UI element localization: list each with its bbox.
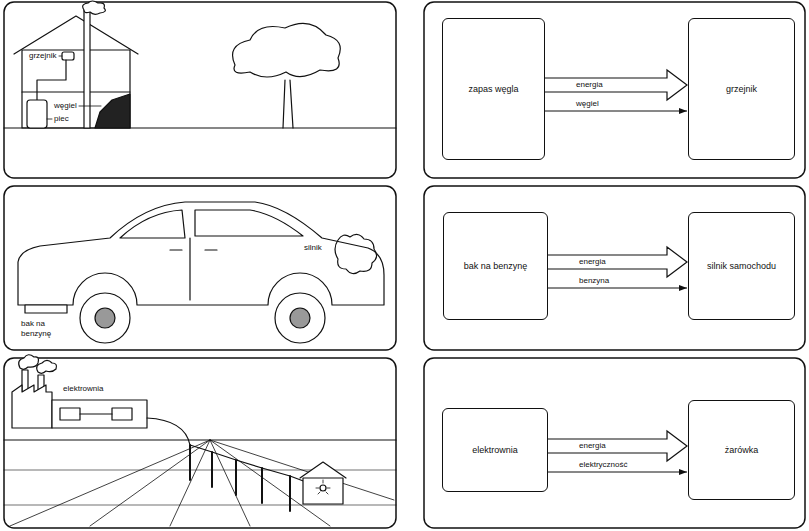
arrow-label: węgiel	[575, 99, 600, 109]
wheel-hub	[95, 308, 115, 328]
bulb-rays	[316, 480, 330, 494]
plant-building	[12, 385, 52, 428]
smoke	[19, 355, 39, 370]
process-box: silnik samochodu	[688, 212, 795, 320]
wheel	[80, 293, 130, 343]
flow-arrow	[548, 288, 687, 289]
illustration-label: bak na benzynę	[20, 319, 66, 339]
tree-crown	[233, 23, 341, 77]
car-door	[189, 238, 190, 300]
car-body	[18, 202, 384, 305]
process-box: żarówka	[688, 400, 795, 500]
pipe	[37, 60, 66, 100]
arrow-label: benzyna	[578, 276, 610, 286]
house-wall	[22, 50, 130, 128]
bulb	[320, 485, 326, 491]
leader-line	[47, 119, 52, 120]
arrow-label: energia	[578, 441, 607, 451]
shaft	[80, 413, 112, 414]
power-scene	[4, 355, 396, 526]
house-wall	[303, 478, 343, 504]
leader-line	[59, 56, 62, 57]
panel-frame	[424, 186, 805, 350]
car-scene	[18, 202, 384, 343]
smoke	[83, 1, 106, 14]
panel-frame	[4, 358, 396, 528]
process-box: zapas węgla	[442, 18, 545, 160]
wheel-hub	[290, 308, 310, 328]
stove	[27, 100, 47, 128]
arrow-label: energia	[578, 257, 607, 267]
house-roof	[300, 462, 346, 478]
generator	[60, 408, 80, 420]
illustration-label: grzejnik	[28, 51, 58, 61]
power-line	[147, 418, 306, 482]
tree-trunk	[283, 80, 293, 128]
leader-line	[79, 106, 101, 107]
generator	[112, 408, 132, 420]
box-text: grzejnik	[726, 84, 757, 95]
fuel-tank	[25, 305, 67, 313]
house-roof	[14, 16, 138, 54]
energy-arrow	[548, 247, 687, 277]
panel-frame	[424, 2, 805, 178]
panel-frame	[4, 186, 396, 350]
door-handle	[170, 249, 217, 250]
box-text: bak na benzynę	[464, 261, 528, 272]
house-scene	[4, 1, 396, 128]
field-line	[10, 440, 394, 526]
coal-pile	[95, 94, 130, 128]
panel-frame	[4, 2, 396, 178]
smoke	[37, 361, 57, 374]
panel-frame	[424, 358, 805, 528]
house-floor	[22, 91, 130, 92]
box-text: żarówka	[725, 445, 759, 456]
illustration-label: elektrownia	[62, 384, 104, 394]
process-box: grzejnik	[688, 18, 795, 160]
process-box: elektrownia	[442, 408, 548, 492]
flow-arrow	[548, 472, 687, 473]
panel-frames	[4, 2, 805, 528]
chimney	[84, 10, 90, 128]
arrow-label: elektryczność	[578, 460, 628, 470]
wheel	[275, 293, 325, 343]
illustration-label: węgiel	[53, 101, 78, 111]
box-text: silnik samochodu	[707, 261, 776, 272]
field-line	[4, 439, 396, 440]
car-window	[120, 210, 185, 238]
radiator	[62, 52, 74, 60]
process-box: bak na benzynę	[443, 212, 548, 320]
engine	[335, 234, 377, 273]
illustration-label: silnik	[303, 243, 323, 253]
power-pole	[190, 445, 290, 511]
flow-arrow	[545, 111, 687, 112]
arrow-label: energia	[575, 80, 604, 90]
illustration-label: piec	[53, 114, 70, 124]
plant-hall	[52, 400, 147, 428]
energy-arrow	[545, 70, 687, 100]
energy-arrow	[548, 431, 687, 461]
box-text: zapas węgla	[468, 84, 518, 95]
car-window	[195, 210, 303, 236]
box-text: elektrownia	[472, 445, 518, 456]
